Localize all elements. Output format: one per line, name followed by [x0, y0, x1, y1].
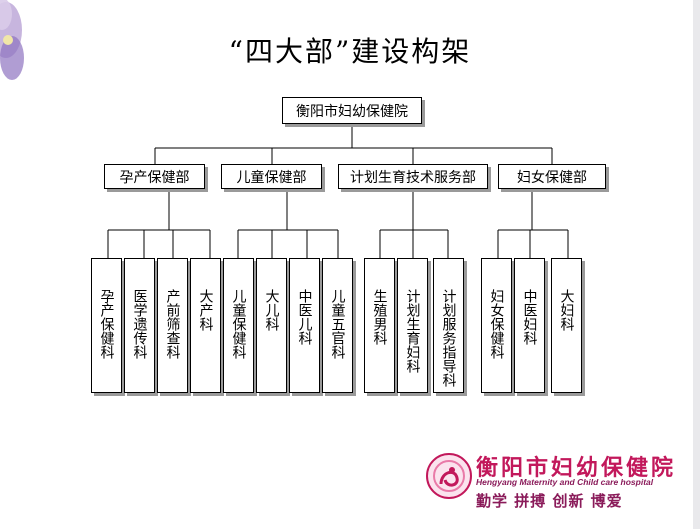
unit-label: 计划生育妇科: [404, 289, 421, 373]
unit-label: 大儿科: [263, 289, 280, 331]
unit-label: 儿童五官科: [329, 289, 346, 359]
unit-fp-gynecology: 计划生育妇科: [397, 258, 428, 393]
unit-label: 儿童保健科: [230, 289, 247, 359]
root-node: 衡阳市妇幼保健院: [282, 97, 422, 124]
unit-label: 孕产保健科: [98, 289, 115, 359]
unit-label: 生殖男科: [371, 289, 388, 345]
dept-women: 妇女保健部: [498, 164, 606, 189]
unit-label: 大产科: [197, 289, 214, 331]
unit-label: 产前筛查科: [164, 289, 181, 359]
unit-medical-genetics: 医学遗传科: [124, 258, 155, 393]
unit-child-care: 儿童保健科: [223, 258, 254, 393]
hospital-logo-icon: [426, 453, 472, 499]
unit-label: 妇女保健科: [488, 289, 505, 359]
dept-maternity: 孕产保健部: [104, 164, 205, 189]
hospital-name-en: Hengyang Maternity and Child care hospit…: [476, 477, 654, 487]
unit-child-ent: 儿童五官科: [322, 258, 353, 393]
unit-reproductive-andrology: 生殖男科: [364, 258, 395, 393]
unit-label: 中医儿科: [296, 289, 313, 345]
hospital-motto: 勤学 拼搏 创新 博爱: [476, 492, 623, 510]
unit-label: 医学遗传科: [131, 289, 148, 359]
unit-pediatrics: 大儿科: [256, 258, 287, 393]
dept-child: 儿童保健部: [221, 164, 322, 189]
unit-women-care: 妇女保健科: [481, 258, 512, 393]
unit-prenatal-screening: 产前筛查科: [157, 258, 188, 393]
flower-decoration: [0, 0, 24, 80]
page-title: “四大部”建设构架: [228, 35, 472, 68]
unit-gynecology: 大妇科: [551, 258, 582, 393]
unit-maternal-care: 孕产保健科: [91, 258, 122, 393]
unit-label: 计划服务指导科: [440, 289, 457, 387]
unit-label: 中医妇科: [521, 289, 538, 345]
unit-label: 大妇科: [558, 289, 575, 331]
dept-family-planning: 计划生育技术服务部: [338, 164, 488, 189]
right-edge-strip: [693, 0, 700, 529]
unit-tcm-pediatrics: 中医儿科: [289, 258, 320, 393]
unit-obstetrics: 大产科: [190, 258, 221, 393]
hospital-name-cn: 衡阳市妇幼保健院: [476, 455, 677, 481]
unit-tcm-gynecology: 中医妇科: [514, 258, 545, 393]
unit-fp-guidance: 计划服务指导科: [433, 258, 464, 393]
